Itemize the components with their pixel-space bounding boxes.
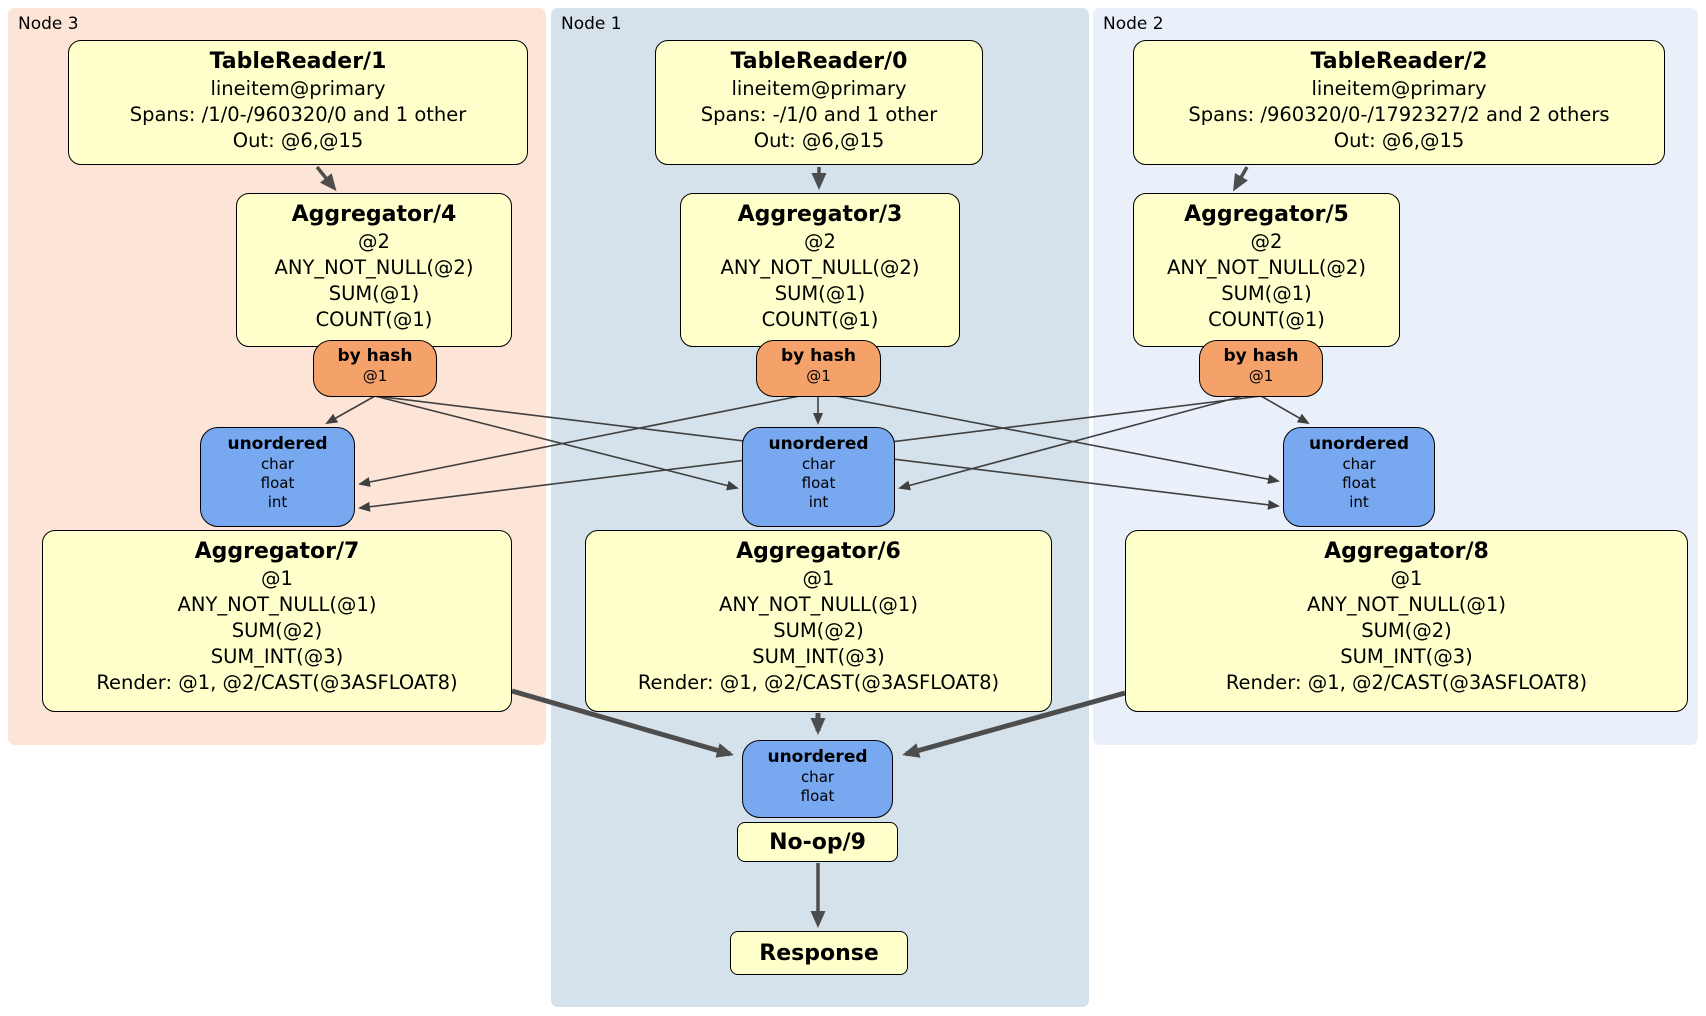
- aggregator-6-render: Render: @1, @2/CAST(@3ASFLOAT8): [637, 671, 1000, 694]
- aggregator-3-title: Aggregator/3: [737, 202, 903, 227]
- hash-router-node1: by hash @1: [756, 340, 881, 397]
- aggregator-6-fn1: ANY_NOT_NULL(@1): [719, 593, 918, 616]
- node1-region-label: Node 1: [561, 14, 622, 34]
- hash-router-node3: by hash @1: [313, 340, 437, 397]
- node2-region-label: Node 2: [1103, 14, 1164, 34]
- unordered-sync-node2-type1: char: [1342, 455, 1376, 473]
- noop-9-box: No-op/9: [737, 822, 898, 862]
- tablereader-2-spans: Spans: /960320/0-/1792327/2 and 2 others: [1188, 103, 1610, 126]
- node3-region-label: Node 3: [18, 14, 79, 34]
- aggregator-3-group: @2: [804, 230, 836, 253]
- tablereader-2-title: TableReader/2: [1310, 49, 1488, 74]
- aggregator-3-box: Aggregator/3 @2 ANY_NOT_NULL(@2) SUM(@1)…: [680, 193, 960, 347]
- tablereader-0-spans: Spans: -/1/0 and 1 other: [700, 103, 938, 126]
- aggregator-8-fn1: ANY_NOT_NULL(@1): [1307, 593, 1506, 616]
- hash-router-node1-col: @1: [806, 367, 831, 385]
- tablereader-0-title: TableReader/0: [730, 49, 908, 74]
- aggregator-to-final-sync-arrows: [511, 688, 1126, 758]
- unordered-sync-node3-title: unordered: [227, 434, 328, 454]
- aggregator-3-fn2: SUM(@1): [774, 282, 866, 305]
- tablereader-2-index: lineitem@primary: [1311, 77, 1487, 100]
- unordered-sync-node1-type1: char: [801, 455, 836, 473]
- aggregator-4-box: Aggregator/4 @2 ANY_NOT_NULL(@2) SUM(@1)…: [236, 193, 512, 347]
- tablereader-1-spans: Spans: /1/0-/960320/0 and 1 other: [129, 103, 467, 126]
- aggregator-5-fn1: ANY_NOT_NULL(@2): [1167, 256, 1366, 279]
- aggregator-4-group: @2: [358, 230, 390, 253]
- aggregator-8-fn3: SUM_INT(@3): [1340, 645, 1473, 668]
- unordered-sync-final-type2: float: [800, 787, 835, 805]
- unordered-sync-final-type1: char: [800, 768, 835, 786]
- aggregator-7-render: Render: @1, @2/CAST(@3ASFLOAT8): [96, 671, 458, 694]
- aggregator-6-title: Aggregator/6: [736, 539, 901, 564]
- unordered-sync-node1-title: unordered: [768, 434, 869, 454]
- aggregator-8-group: @1: [1390, 567, 1423, 590]
- hash-router-node3-col: @1: [362, 367, 388, 385]
- tablereader-2-out: Out: @6,@15: [1333, 129, 1465, 152]
- aggregator-6-group: @1: [802, 567, 835, 590]
- aggregator-7-fn1: ANY_NOT_NULL(@1): [177, 593, 377, 616]
- aggregator-6-fn3: SUM_INT(@3): [752, 645, 885, 668]
- aggregator-5-title: Aggregator/5: [1184, 202, 1349, 227]
- aggregator-5-fn3: COUNT(@1): [1208, 308, 1325, 331]
- aggregator-7-title: Aggregator/7: [194, 539, 360, 564]
- aggregator-4-fn3: COUNT(@1): [315, 308, 433, 331]
- tablereader-1-title: TableReader/1: [209, 49, 387, 74]
- unordered-sync-final: unordered char float: [742, 740, 893, 818]
- aggregator-5-box: Aggregator/5 @2 ANY_NOT_NULL(@2) SUM(@1)…: [1133, 193, 1400, 347]
- aggregator-7-fn3: SUM_INT(@3): [210, 645, 344, 668]
- tablereader-1-box: TableReader/1 lineitem@primary Spans: /1…: [68, 40, 528, 165]
- tablereader-1-out: Out: @6,@15: [232, 129, 364, 152]
- unordered-sync-node2-title: unordered: [1308, 434, 1410, 454]
- aggregator-6-box: Aggregator/6 @1 ANY_NOT_NULL(@1) SUM(@2)…: [585, 530, 1052, 712]
- aggregator-4-fn1: ANY_NOT_NULL(@2): [274, 256, 474, 279]
- aggregator-7-group: @1: [261, 567, 293, 590]
- unordered-sync-node2-type2: float: [1342, 474, 1376, 492]
- aggregator-8-title: Aggregator/8: [1324, 539, 1489, 564]
- aggregator-3-fn1: ANY_NOT_NULL(@2): [720, 256, 920, 279]
- aggregator-3-fn3: COUNT(@1): [761, 308, 879, 331]
- hash-router-node1-title: by hash: [781, 346, 856, 366]
- unordered-sync-final-title: unordered: [767, 747, 868, 767]
- unordered-sync-node3: unordered char float int: [200, 427, 355, 527]
- tablereader-0-index: lineitem@primary: [731, 77, 907, 100]
- hash-router-node2: by hash @1: [1199, 340, 1323, 397]
- unordered-sync-node3-type3: int: [267, 493, 288, 511]
- aggregator-6-fn2: SUM(@2): [773, 619, 864, 642]
- aggregator-8-fn2: SUM(@2): [1361, 619, 1452, 642]
- response-box: Response: [730, 931, 908, 975]
- aggregator-7-fn2: SUM(@2): [231, 619, 323, 642]
- aggregator-7-box: Aggregator/7 @1 ANY_NOT_NULL(@1) SUM(@2)…: [42, 530, 512, 712]
- hash-router-node2-col: @1: [1248, 367, 1274, 385]
- hash-router-node3-title: by hash: [337, 346, 413, 366]
- unordered-sync-node3-type1: char: [260, 455, 295, 473]
- aggregator-4-fn2: SUM(@1): [328, 282, 420, 305]
- aggregator-8-render: Render: @1, @2/CAST(@3ASFLOAT8): [1225, 671, 1588, 694]
- aggregator-4-title: Aggregator/4: [291, 202, 457, 227]
- hash-router-node2-title: by hash: [1223, 346, 1299, 366]
- tablereader-1-index: lineitem@primary: [210, 77, 386, 100]
- unordered-sync-node1-type2: float: [801, 474, 836, 492]
- unordered-sync-node2: unordered char float int: [1283, 427, 1435, 527]
- tablereader-to-aggregator-arrows: [315, 165, 1249, 192]
- unordered-sync-node1: unordered char float int: [742, 427, 895, 527]
- tablereader-2-box: TableReader/2 lineitem@primary Spans: /9…: [1133, 40, 1665, 165]
- aggregator-5-group: @2: [1250, 230, 1283, 253]
- unordered-sync-node1-type3: int: [808, 493, 829, 511]
- aggregator-5-fn2: SUM(@1): [1221, 282, 1312, 305]
- unordered-sync-node3-type2: float: [260, 474, 295, 492]
- response-title: Response: [759, 940, 879, 966]
- unordered-sync-node2-type3: int: [1349, 493, 1369, 511]
- tablereader-0-box: TableReader/0 lineitem@primary Spans: -/…: [655, 40, 983, 165]
- noop-9-title: No-op/9: [769, 829, 866, 855]
- tablereader-0-out: Out: @6,@15: [753, 129, 885, 152]
- aggregator-8-box: Aggregator/8 @1 ANY_NOT_NULL(@1) SUM(@2)…: [1125, 530, 1688, 712]
